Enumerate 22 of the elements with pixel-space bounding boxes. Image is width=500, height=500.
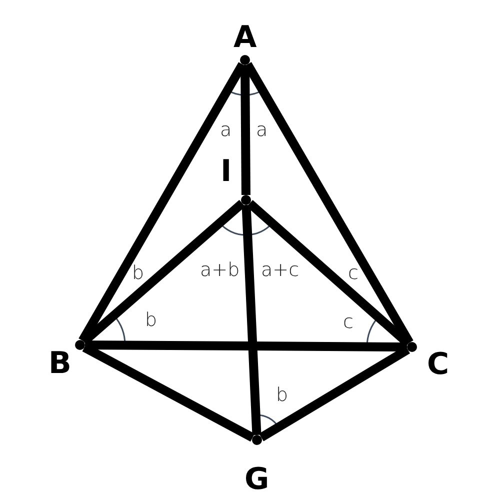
vertex-point	[75, 340, 85, 350]
vertex-point	[252, 435, 262, 445]
angle-label: c	[343, 312, 354, 332]
vertex-label: G	[244, 465, 270, 495]
vertex-point	[240, 55, 250, 65]
vertex-label: B	[48, 349, 72, 379]
line-segment	[84, 340, 408, 352]
angle-label: c	[348, 264, 358, 282]
vertex-label: C	[427, 350, 450, 380]
vertex-label: A	[234, 23, 257, 53]
angle-label: b	[132, 264, 144, 282]
vertex-point	[241, 195, 251, 205]
angle-label: b	[145, 310, 158, 330]
vertex-label: I	[220, 157, 232, 187]
line-segment	[242, 204, 262, 436]
angle-label: a	[256, 120, 268, 140]
angle-label: a+c	[261, 260, 300, 280]
angle-label: a+b	[200, 260, 240, 280]
angle-label: a	[220, 120, 232, 140]
angle-label: b	[276, 386, 288, 404]
line-segment	[240, 64, 250, 196]
vertex-point	[407, 342, 417, 352]
